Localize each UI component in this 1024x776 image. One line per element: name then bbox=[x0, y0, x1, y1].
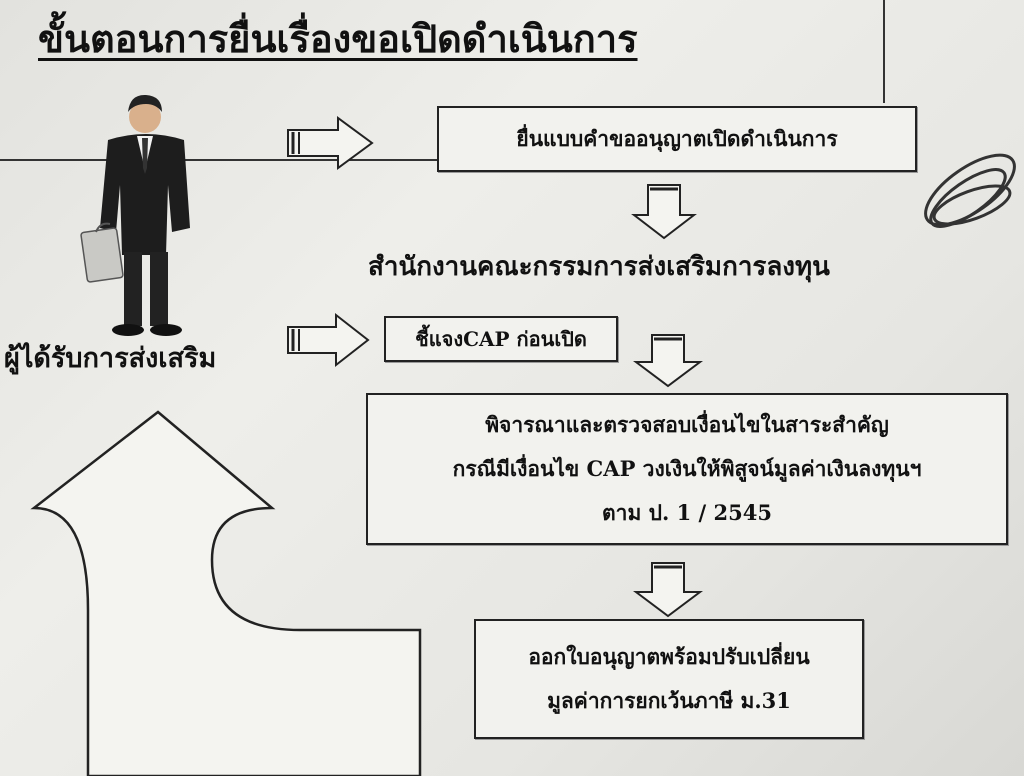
review-line-1: พิจารณาและตรวจสอบเงื่อนไขในสาระสำคัญ bbox=[485, 412, 889, 437]
submit-form-label: ยื่นแบบคำขออนุญาตเปิดดำเนินการ bbox=[516, 125, 838, 151]
explain-cap-box: ชี้แจงCAP ก่อนเปิด bbox=[384, 316, 618, 362]
businessman-icon bbox=[80, 94, 190, 336]
right-arrow-icon bbox=[287, 312, 370, 368]
down-arrow-icon bbox=[633, 334, 703, 388]
right-arrow-icon bbox=[287, 116, 374, 170]
agency-label: สำนักงานคณะกรรมการส่งเสริมการลงทุน bbox=[368, 252, 830, 282]
down-arrow-icon bbox=[631, 184, 697, 240]
explain-cap-label: ชี้แจงCAP ก่อนเปิด bbox=[415, 327, 587, 351]
page-title: ขั้นตอนการยื่นเรื่องขอเปิดดำเนินการ bbox=[38, 17, 638, 61]
return-arrow-icon bbox=[30, 410, 422, 776]
issue-license-line-1: ออกใบอนุญาตพร้อมปรับเปลี่ยน bbox=[528, 644, 810, 669]
review-line-3: ตาม ป. 1 / 2545 bbox=[602, 500, 772, 525]
paperclip-icon bbox=[924, 153, 1016, 228]
issue-license-line-2: มูลค่าการยกเว้นภาษี ม.31 bbox=[547, 688, 791, 713]
review-line-2: กรณีมีเงื่อนไข CAP วงเงินให้พิสูจน์มูลค่… bbox=[452, 456, 922, 481]
recipient-label: ผู้ได้รับการส่งเสริม bbox=[4, 343, 217, 374]
issue-license-box: ออกใบอนุญาตพร้อมปรับเปลี่ยน มูลค่าการยกเ… bbox=[474, 619, 864, 739]
review-box: พิจารณาและตรวจสอบเงื่อนไขในสาระสำคัญ กรณ… bbox=[366, 393, 1008, 545]
submit-form-box: ยื่นแบบคำขออนุญาตเปิดดำเนินการ bbox=[437, 106, 917, 172]
down-arrow-icon bbox=[633, 562, 703, 618]
